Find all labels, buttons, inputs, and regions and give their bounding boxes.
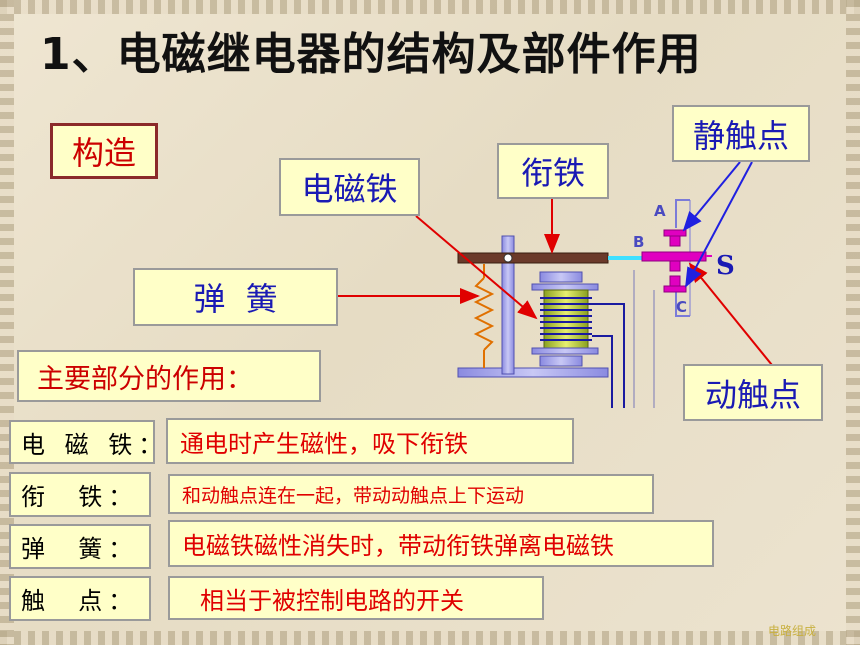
moving-contact xyxy=(641,251,707,262)
part-name-contact: 触 点： xyxy=(9,576,151,621)
part-name-spring: 弹 簧： xyxy=(9,524,151,569)
armature-label: 衔铁 xyxy=(497,143,609,199)
part-role-armature: 和动触点连在一起，带动动触点上下运动 xyxy=(168,474,654,514)
part-name-electromagnet: 电 磁 铁： xyxy=(9,420,162,464)
switch-s-label: S xyxy=(716,251,735,281)
arrow-moving-contact xyxy=(688,262,777,371)
arrow-static-contact-upper xyxy=(682,161,741,232)
decorative-border-right xyxy=(846,0,860,645)
part-role-electromagnet: 通电时产生磁性，吸下衔铁 xyxy=(166,418,574,464)
moving-contact-label: 动触点 xyxy=(683,364,823,421)
spring-coil xyxy=(473,277,495,351)
part-role-contact: 相当于被控制电路的开关 xyxy=(168,576,544,620)
footer-link[interactable]: 电路组成 xyxy=(768,624,817,638)
yoke-post xyxy=(501,235,515,375)
construction-label: 构造 xyxy=(50,123,158,179)
page-title: 1、电磁继电器的结构及部件作用 xyxy=(40,29,702,80)
spring-label: 弹 簧 xyxy=(133,268,338,326)
construction-text: 构造 xyxy=(71,134,136,172)
point-a-label: A xyxy=(654,202,666,220)
part-role-spring: 电磁铁磁性消失时，带动衔铁弹离电磁铁 xyxy=(168,520,714,567)
arrow-electromagnet xyxy=(415,215,538,320)
electromagnet-coil xyxy=(540,297,592,341)
yoke-base xyxy=(457,367,609,378)
decorative-border-bottom xyxy=(0,631,860,645)
electromagnet-label: 电磁铁 xyxy=(279,158,420,216)
armature-pivot xyxy=(503,253,513,263)
static-contact-upper xyxy=(663,229,687,237)
part-name-armature: 衔 铁： xyxy=(9,472,151,517)
point-b-label: B xyxy=(633,233,644,251)
static-contact-lower xyxy=(663,285,687,293)
arrow-static-contact-lower xyxy=(685,161,753,288)
decorative-border-top xyxy=(0,0,860,14)
point-c-label: C xyxy=(676,298,687,316)
armature-bar xyxy=(457,252,609,264)
static-contact-label: 静触点 xyxy=(672,105,810,162)
main-parts-heading: 主要部分的作用： xyxy=(17,350,321,402)
